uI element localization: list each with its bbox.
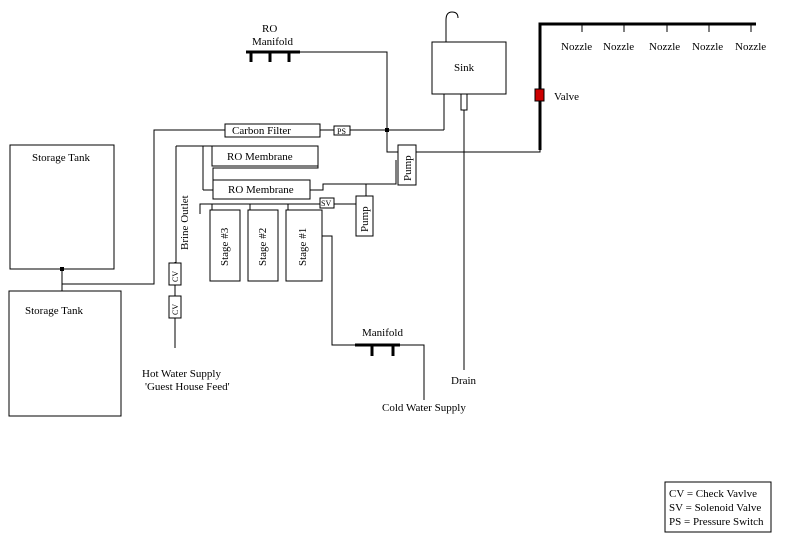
storage-tank-1-label: Storage Tank (32, 152, 90, 164)
stage-2-label: Stage #2 (257, 228, 269, 266)
legend-item-ps: PS = Pressure Switch (669, 516, 764, 528)
pressure-switch-label: PS (337, 127, 346, 136)
cold-water-label: Cold Water Supply (382, 402, 466, 414)
ro-manifold (246, 50, 388, 130)
drain-label: Drain (451, 375, 477, 387)
ro-membrane-2 (212, 179, 311, 200)
stage-2 (247, 209, 279, 282)
carbon-filter-label: Carbon Filter (232, 125, 291, 137)
nozzle-label-4: Nozzle (692, 41, 723, 53)
legend-box (664, 481, 772, 533)
brine-outlet-label: Brine Outlet (179, 195, 191, 250)
carbon-filter (224, 123, 321, 138)
nozzle-label-1: Nozzle (561, 41, 592, 53)
pump-2-label: Pump (359, 206, 371, 232)
pump-1-label: Pump (402, 155, 414, 181)
sink-drain-stub (460, 93, 468, 111)
legend-item-cv: CV = Check Vavlve (669, 488, 757, 500)
nozzle-label-5: Nozzle (735, 41, 766, 53)
cold-water-manifold (355, 343, 400, 356)
storage-tank-2-label: Storage Tank (25, 305, 83, 317)
solenoid-valve-label: SV (321, 199, 331, 208)
stage-1-label: Stage #1 (297, 228, 309, 266)
manifold-label: Manifold (362, 327, 403, 339)
ro-membrane-2-label: RO Membrane (228, 184, 294, 196)
check-valve-1-label: CV (171, 271, 180, 282)
legend-item-sv: SV = Solenoid Valve (669, 502, 761, 514)
check-valve-1 (168, 262, 182, 286)
stage-1 (285, 209, 323, 282)
upper-pipes (62, 94, 541, 400)
ro-manifold-label-2: Manifold (252, 36, 293, 48)
hot-water-label-2: 'Guest House Feed' (145, 381, 230, 393)
hot-water-label-1: Hot Water Supply (142, 368, 221, 380)
pump-2 (355, 195, 374, 237)
stage-3-label: Stage #3 (219, 227, 231, 266)
valve-label: Valve (554, 91, 579, 103)
pipe-junction (385, 128, 389, 132)
tank-junction (60, 267, 64, 271)
valve-icon (534, 88, 545, 102)
nozzle-label-3: Nozzle (649, 41, 680, 53)
pressure-switch (333, 125, 351, 136)
sink (431, 41, 507, 95)
check-valve-2 (168, 295, 182, 319)
stage-3 (209, 209, 241, 282)
pump-1 (397, 144, 417, 186)
storage-tank-1 (9, 144, 115, 270)
solenoid-valve (319, 197, 335, 209)
ro-membrane-1-label: RO Membrane (227, 151, 293, 163)
nozzle-label-2: Nozzle (603, 41, 634, 53)
storage-tank-2 (8, 290, 122, 417)
ro-manifold-label-1: RO (262, 23, 277, 35)
sink-label: Sink (454, 62, 475, 74)
ro-membrane-1 (211, 145, 319, 167)
check-valve-2-label: CV (171, 304, 180, 315)
sink-faucet-icon (445, 11, 459, 42)
